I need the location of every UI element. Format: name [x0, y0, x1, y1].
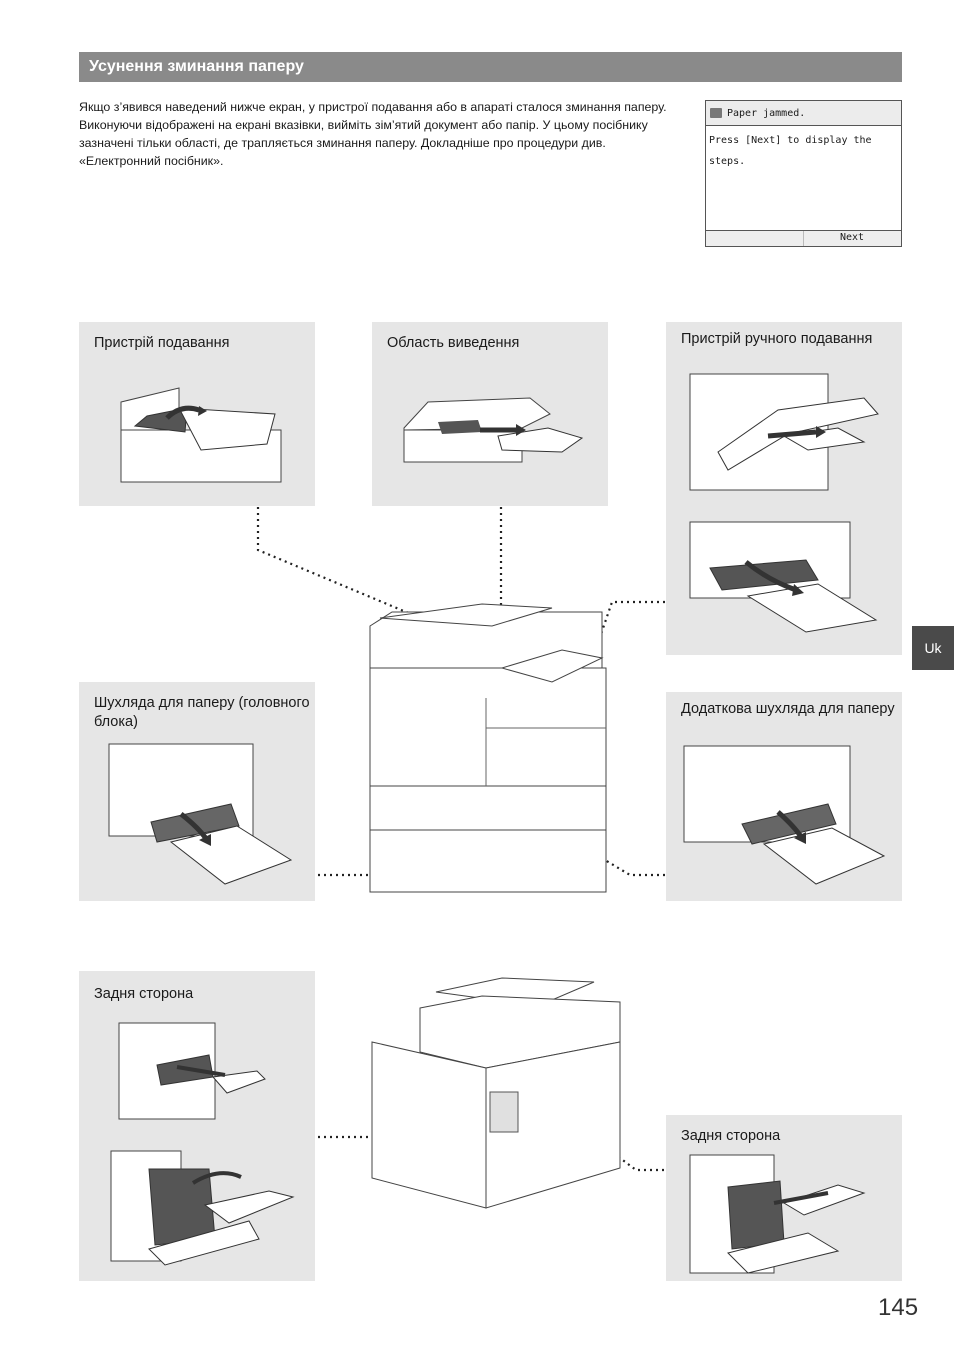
panel-output-label: Область виведення — [387, 335, 520, 351]
lcd-title-bar: Paper jammed. — [706, 101, 901, 126]
lcd-next-key[interactable]: Next — [840, 232, 865, 243]
lcd-softkey-bar: Next — [706, 230, 901, 246]
back-right-jam-illustration — [689, 1154, 866, 1274]
back-upper-jam-illustration — [118, 1022, 266, 1120]
manual-feed-jam-illustration — [689, 373, 879, 491]
page-number: 145 — [878, 1294, 919, 1321]
panel-back-left: Задня сторона — [79, 971, 315, 1281]
panel-main-drawer: Шухляда для паперу (головного блока) — [79, 682, 315, 901]
section-header-bar: Усунення зминання паперу — [79, 52, 902, 82]
optional-drawer-jam-illustration — [683, 745, 886, 885]
panel-back-right-label: Задня сторона — [681, 1128, 781, 1144]
lcd-title: Paper jammed. — [727, 107, 806, 119]
lcd-screen: Paper jammed. Press [Next] to display th… — [705, 100, 902, 247]
output-jam-illustration — [403, 397, 584, 463]
panel-back-left-label: Задня сторона — [94, 986, 194, 1002]
panel-manual-feed-label: Пристрій ручного подавання — [681, 331, 873, 347]
section-title: Усунення зминання паперу — [89, 58, 304, 75]
panel-feeder: Пристрій подавання — [79, 322, 315, 506]
panel-manual-feed: Пристрій ручного подавання — [666, 322, 902, 655]
lcd-line-1: Press [Next] to display the — [709, 135, 872, 146]
panel-output: Область виведення — [372, 322, 608, 506]
panel-optional-drawer-label: Додаткова шухляда для паперу — [681, 701, 895, 717]
manual-feed-drawer-illustration — [689, 521, 878, 633]
back-lower-jam-illustration — [110, 1150, 295, 1266]
feeder-jam-illustration — [120, 387, 282, 483]
panel-main-drawer-label: Шухляда для паперу (головного блока) — [94, 695, 310, 730]
main-drawer-jam-illustration — [108, 743, 293, 885]
printer-back-illustration — [371, 977, 621, 1209]
printer-front-illustration — [369, 603, 607, 893]
panel-optional-drawer: Додаткова шухляда для паперу — [666, 692, 902, 901]
language-tab: Uk — [912, 626, 954, 670]
panel-feeder-label: Пристрій подавання — [94, 335, 230, 351]
panel-back-right: Задня сторона — [666, 1115, 902, 1281]
lcd-line-2: steps. — [709, 156, 746, 167]
error-icon — [710, 108, 722, 118]
intro-paragraph: Якщо з’явився наведений нижче екран, у п… — [79, 100, 667, 168]
